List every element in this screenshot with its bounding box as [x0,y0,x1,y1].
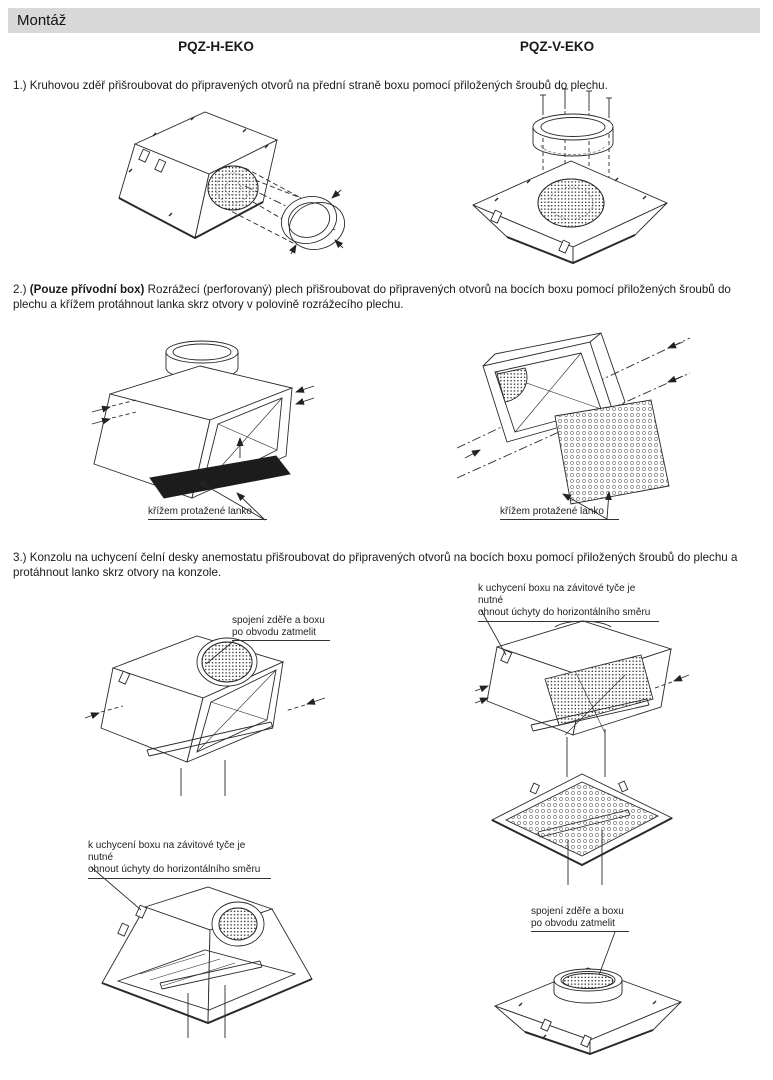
callout-bracket-right-line2: ohnout úchyty do horizontálního směru [478,607,651,619]
callout-cross-wire-left: křížem protažené lanko [148,506,267,521]
callout-bracket-left: k uchycení boxu na závitové tyče je nutn… [88,840,271,879]
section-title-bar: Montáž [8,8,760,33]
step2-number: 2.) [13,282,27,296]
callout-bracket-right-line1: k uchycení boxu na závitové tyče je nutn… [478,583,636,607]
figure-step3-pqz-v-eko-2 [491,773,673,885]
callout-seal-bottom: spojení zděře a boxu po obvodu zatmelit [531,906,629,933]
figure-step1-pqz-h-eko [118,111,346,255]
figure-step2-pqz-h-eko [91,340,315,521]
callout-seal-bottom-line1: spojení zděře a boxu [531,906,624,917]
callout-seal-top: spojení zděře a boxu po obvodu zatmelit [232,615,330,642]
callout-seal-top-line1: spojení zděře a boxu [232,615,325,626]
figure-step3-pqz-h-eko-1 [84,635,326,796]
figure-step3-pqz-v-eko-1 [474,609,690,777]
figure-step3-pqz-h-eko-2 [90,866,313,1038]
column-header-pqz-h-eko: PQZ-H-EKO [178,39,254,54]
step2-rest: Rozrážecí (perforovaný) plech přišroubov… [13,282,731,311]
step3-text: 3.) Konzolu na uchycení čelní desky anem… [13,550,738,579]
column-header-pqz-v-eko: PQZ-V-EKO [519,39,595,54]
callout-bracket-left-line1: k uchycení boxu na závitové tyče je nutn… [88,840,246,864]
callout-bracket-right: k uchycení boxu na závitové tyče je nutn… [478,583,659,622]
figure-step3-pqz-v-eko-3 [493,931,683,1056]
figure-step1-pqz-v-eko [471,88,669,265]
step1-text: 1.) Kruhovou zděř přišroubovat do připra… [13,78,608,92]
step2-bold-note: (Pouze přívodní box) [29,282,145,296]
callout-cross-wire-right: křížem protažené lanko [500,506,619,521]
callout-seal-bottom-line2: po obvodu zatmelit [531,918,615,930]
step2-text: 2.) (Pouze přívodní box) Rozrážecí (perf… [13,282,761,313]
section-title: Montáž [17,12,67,29]
callout-bracket-left-line2: ohnout úchyty do horizontálního směru [88,864,261,876]
callout-seal-top-line2: po obvodu zatmelit [232,627,316,639]
figure-step2-pqz-v-eko [456,332,691,520]
